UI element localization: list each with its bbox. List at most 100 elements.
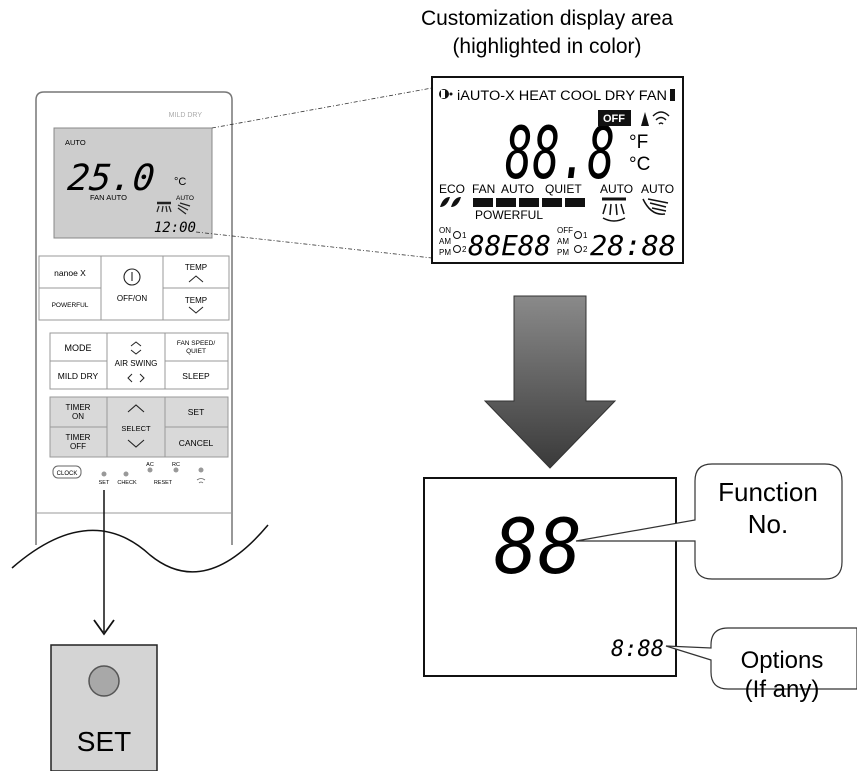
set-pointer-arrowhead	[93, 619, 115, 636]
temp-up-button[interactable]: TEMP	[185, 263, 207, 272]
set-button-remote[interactable]: SET	[188, 407, 205, 417]
lcd-timer-icons-right	[574, 231, 582, 253]
function-no-label-1: Function	[718, 477, 818, 507]
set-button-enlarged-label: SET	[77, 726, 131, 757]
clock-button[interactable]	[52, 465, 82, 479]
heading-line-1: Customization display area	[421, 7, 673, 30]
lcd-auto: AUTO	[501, 182, 534, 196]
function-no-label-2: No.	[748, 509, 788, 539]
remote-swing-auto: AUTO	[176, 195, 194, 202]
powerful-button[interactable]: POWERFUL	[52, 302, 89, 309]
ion-icon	[439, 89, 453, 99]
nanoex-button[interactable]: nanoe X	[54, 268, 86, 278]
chevron-down-icon	[188, 306, 204, 314]
lcd-signal-icon	[641, 112, 649, 126]
pinhole-rc-label: RC	[172, 462, 180, 468]
sleep-button[interactable]: SLEEP	[182, 371, 210, 381]
remote-temp-unit: °C	[174, 176, 186, 188]
remote-control: MILD DRY AUTO 25.0 °C FAN AUTO AUTO 12:0…	[11, 91, 269, 573]
lcd-am-label-2: AM	[557, 237, 569, 246]
lcd-timer-3-label: 1	[583, 231, 588, 240]
remote-top-buttons	[38, 255, 230, 321]
lcd-off-badge: OFF	[603, 113, 625, 125]
select-up-icon[interactable]	[127, 404, 145, 413]
set-button-enlarged[interactable]	[50, 644, 158, 771]
lcd-off-badge-bg	[598, 110, 631, 126]
lcd-on-label: ON	[439, 226, 451, 235]
timer-on-button-line2: ON	[72, 412, 84, 421]
timer-on-button[interactable]: TIMER	[66, 403, 91, 412]
swing-vertical-icon	[130, 341, 142, 355]
leader-line-bottom	[195, 231, 433, 259]
select-down-icon[interactable]	[127, 439, 145, 448]
eco-leaf-icon	[440, 197, 461, 207]
lcd-vertical-swing-icon	[602, 197, 626, 222]
mild-dry-button[interactable]: MILD DRY	[58, 371, 99, 381]
pinhole-ac-label: AC	[146, 462, 154, 468]
lcd-unit-c: °C	[629, 154, 650, 175]
pinhole-reset-label: RESET	[154, 480, 173, 486]
lcd-timer-digits-2: 28:88	[590, 229, 676, 262]
off-on-button[interactable]: OFF/ON	[117, 294, 147, 303]
cancel-button[interactable]: CANCEL	[179, 438, 214, 448]
lcd-powerful: POWERFUL	[475, 208, 543, 222]
big-down-arrow	[483, 295, 617, 469]
lcd-auto-3: AUTO	[641, 182, 674, 196]
chevron-up-icon	[188, 275, 204, 283]
custom-lcd	[423, 477, 677, 677]
fan-speed-button-line2: QUIET	[186, 348, 206, 355]
lcd-timer-2-label: 2	[462, 245, 467, 254]
lcd-am-label: AM	[439, 237, 451, 246]
temp-down-button[interactable]: TEMP	[185, 296, 207, 305]
lcd-fan-bar	[670, 89, 675, 101]
remote-lcd	[53, 127, 213, 239]
lcd-timer-digits-1: 88E88	[468, 229, 551, 262]
lcd-unit-f: °F	[629, 132, 648, 153]
air-swing-button[interactable]: AIR SWING	[115, 359, 158, 368]
mode-button[interactable]: MODE	[65, 343, 92, 353]
function-no-digits: 88	[494, 502, 582, 591]
remote-fan-auto: FAN AUTO	[90, 193, 127, 202]
remote-mild-dry: MILD DRY	[169, 112, 203, 119]
power-icon[interactable]	[123, 268, 141, 286]
lcd-horizontal-swing-icon	[642, 198, 669, 215]
timer-off-button[interactable]: TIMER	[66, 433, 91, 442]
fan-speed-button[interactable]: FAN SPEED/	[177, 340, 215, 347]
remote-mode-auto: AUTO	[65, 138, 86, 147]
lcd-mode-list: iAUTO-X HEAT COOL DRY FAN	[457, 88, 667, 103]
lcd-timer-icons-left	[453, 231, 461, 253]
full-lcd	[431, 76, 684, 264]
select-label: SELECT	[121, 424, 151, 433]
clock-button-label: CLOCK	[57, 471, 78, 477]
lcd-timer-1-label: 1	[462, 231, 467, 240]
lcd-wifi-icon	[652, 111, 670, 125]
option-digits: 8:88	[611, 637, 664, 662]
lcd-pm-label: PM	[439, 248, 451, 257]
remote-clock-value: 12:00	[154, 220, 196, 236]
options-callout[interactable]	[665, 627, 857, 690]
pinholes	[101, 467, 204, 477]
lcd-auto-2: AUTO	[600, 182, 633, 196]
lcd-eco: ECO	[439, 182, 465, 196]
lcd-quiet: QUIET	[545, 182, 582, 196]
lcd-fan: FAN	[472, 182, 495, 196]
options-label-1: Options	[741, 647, 824, 674]
lcd-off-label: OFF	[557, 226, 573, 235]
remote-temp-value: 25.0	[66, 157, 157, 199]
timer-off-button-line2: OFF	[70, 442, 86, 451]
remote-middle-buttons	[49, 332, 229, 390]
lcd-big-digits: 88.8	[505, 111, 615, 195]
options-label-2: (If any)	[745, 676, 820, 703]
function-no-callout[interactable]	[575, 463, 843, 580]
lcd-pm-label-2: PM	[557, 248, 569, 257]
swing-horizontal-icon	[127, 373, 145, 383]
lcd-fan-speed-bars	[473, 198, 585, 207]
remote-swing-icons	[156, 201, 191, 215]
wifi-icon	[196, 478, 206, 484]
lcd-timer-4-label: 2	[583, 245, 588, 254]
pinhole-set-label: SET	[99, 480, 110, 486]
leader-line-top	[211, 87, 433, 129]
pinhole-check-label: CHECK	[117, 480, 137, 486]
heading-line-2: (highlighted in color)	[452, 35, 641, 58]
